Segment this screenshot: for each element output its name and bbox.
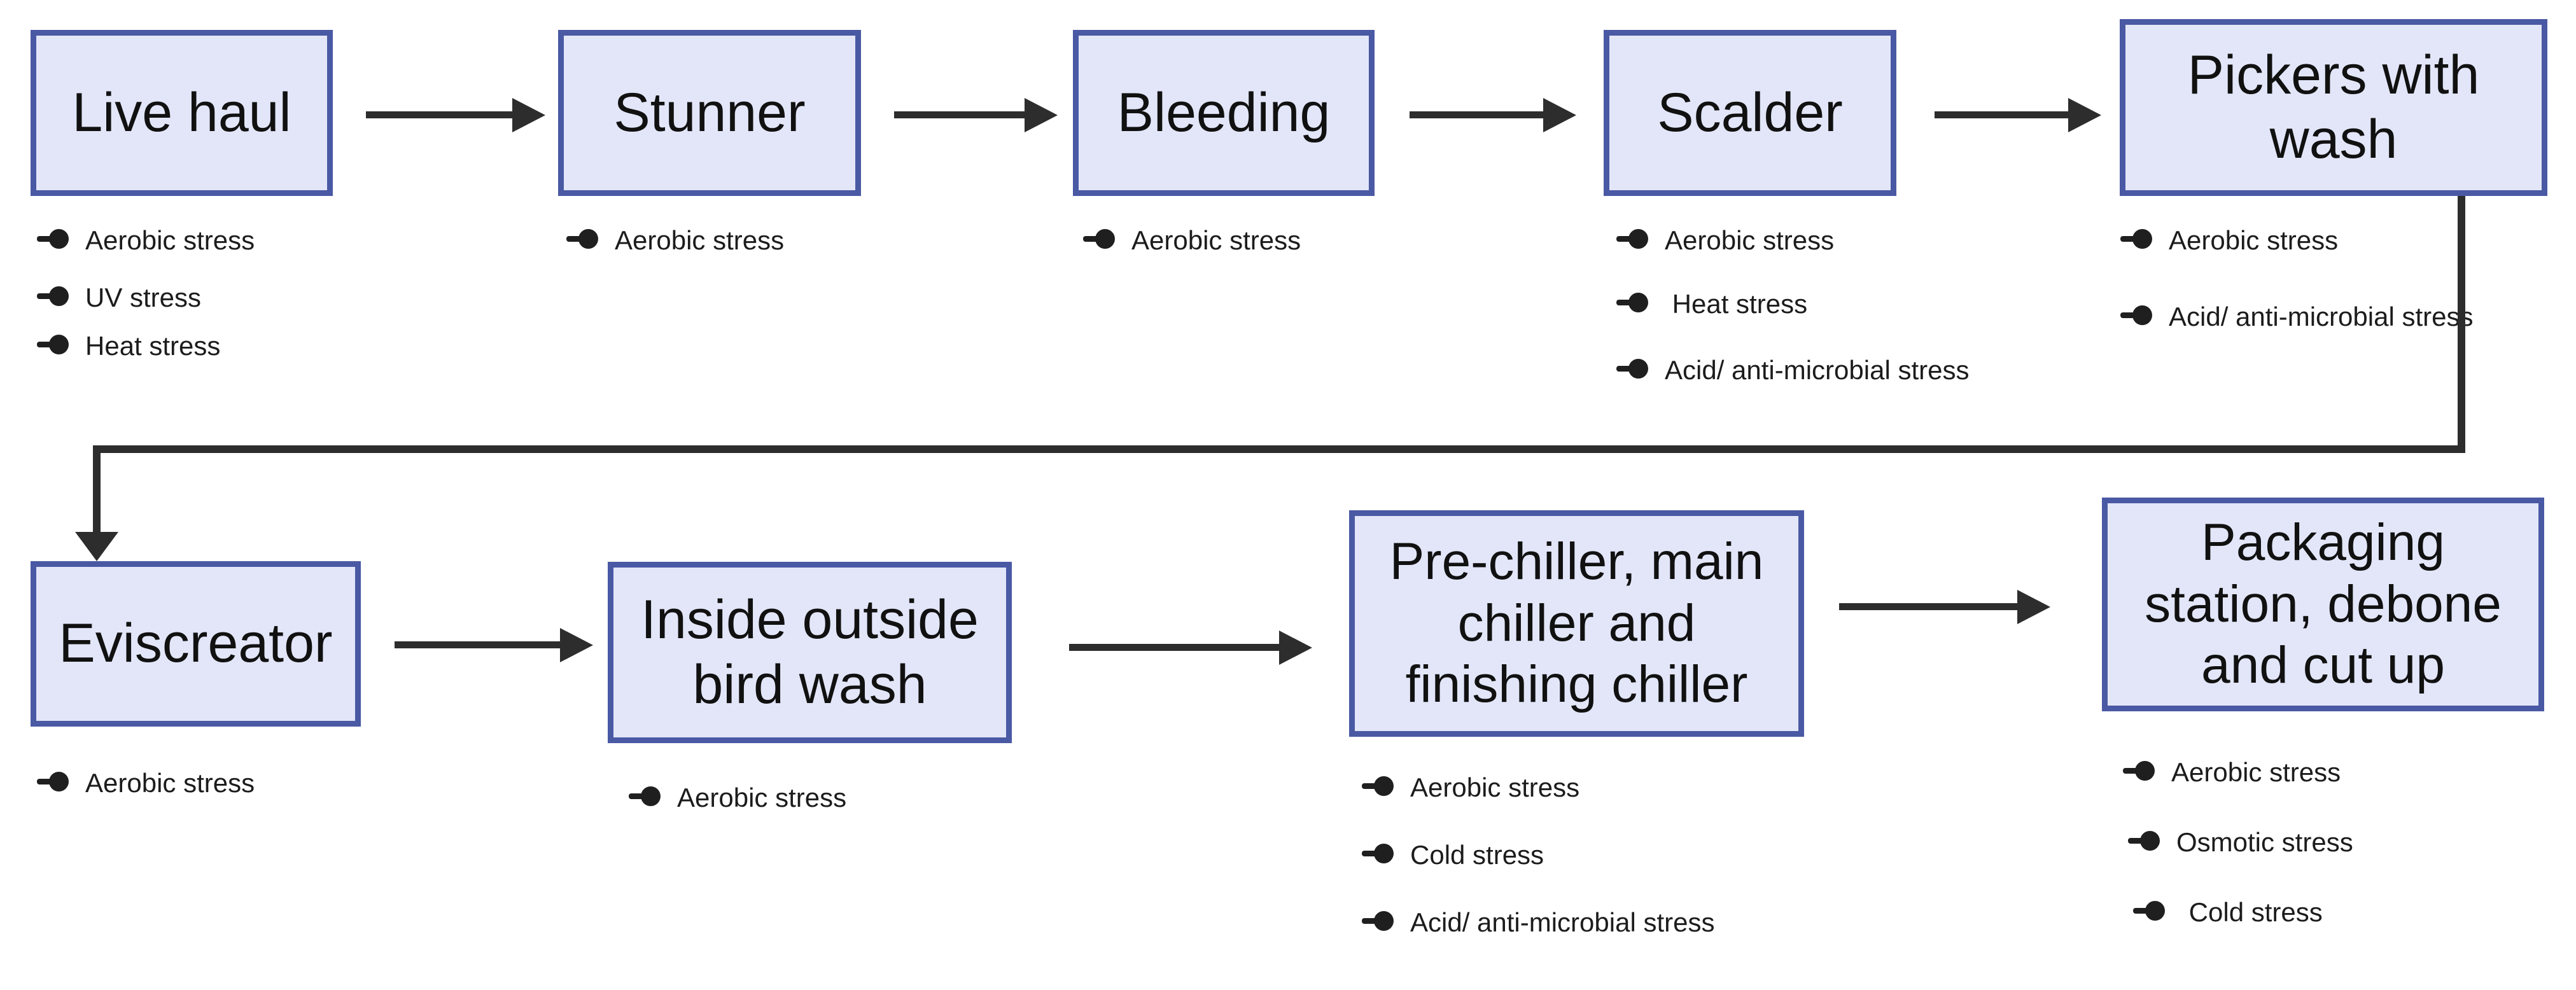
stage-label: Pre-chiller, main chiller and finishing … bbox=[1389, 532, 1764, 714]
stress-pin-icon bbox=[37, 334, 69, 356]
stress-pin-icon bbox=[37, 771, 69, 793]
stage-box-bleeding: Bleeding bbox=[1073, 30, 1375, 196]
stage-box-eviscreator: Eviscreator bbox=[31, 561, 361, 727]
stress-pin-icon bbox=[2123, 760, 2155, 782]
stress-item: Acid/ anti-microbial stress bbox=[1616, 354, 1969, 387]
stress-pin-icon bbox=[37, 228, 69, 250]
stage-label: Packaging station, debone and cut up bbox=[2145, 513, 2502, 695]
stress-pin-icon bbox=[1616, 292, 1648, 314]
stress-item: Aerobic stress bbox=[37, 767, 255, 800]
stress-pin-icon bbox=[1616, 358, 1648, 380]
stress-pin-icon bbox=[1083, 228, 1115, 250]
stage-box-scalder: Scalder bbox=[1604, 30, 1896, 196]
stress-pin-icon bbox=[1616, 228, 1648, 250]
stress-pin-icon bbox=[1362, 910, 1394, 932]
stage-label: Bleeding bbox=[1117, 81, 1331, 143]
flow-arrow-right-icon bbox=[894, 111, 1025, 118]
stage-label: Inside outside bird wash bbox=[641, 589, 979, 715]
stage-label: Pickers with wash bbox=[2187, 44, 2480, 170]
stress-item: Aerobic stress bbox=[2120, 224, 2338, 258]
stress-item: Acid/ anti-microbial stress bbox=[1362, 906, 1714, 940]
stress-item: Aerobic stress bbox=[1083, 224, 1301, 258]
connector-line-vertical bbox=[2458, 196, 2465, 453]
stress-item: Cold stress bbox=[1362, 839, 1544, 872]
stress-pin-icon bbox=[37, 286, 69, 307]
stress-item: Acid/ anti-microbial stress bbox=[2120, 300, 2473, 334]
stage-box-pickers-with-wash: Pickers with wash bbox=[2120, 19, 2547, 196]
stress-pin-icon bbox=[1362, 776, 1394, 797]
flow-arrow-right-icon bbox=[1839, 603, 2017, 610]
flow-arrow-right-icon bbox=[1410, 111, 1543, 118]
stress-item: Heat stress bbox=[1616, 288, 1807, 321]
stress-item: Aerobic stress bbox=[1362, 771, 1579, 805]
stress-item: Osmotic stress bbox=[2128, 826, 2353, 860]
stage-label: Stunner bbox=[613, 81, 806, 143]
stage-label: Eviscreator bbox=[59, 613, 333, 674]
stress-item: Aerobic stress bbox=[1616, 224, 1834, 258]
flow-arrow-down-icon bbox=[75, 532, 118, 561]
stage-box-live-haul: Live haul bbox=[31, 30, 333, 196]
stress-pin-icon bbox=[566, 228, 598, 250]
connector-line-horizontal bbox=[93, 445, 2465, 453]
stress-item: UV stress bbox=[37, 281, 201, 315]
stress-pin-icon bbox=[2128, 830, 2160, 852]
stress-item: Cold stress bbox=[2133, 896, 2323, 930]
stress-item: Aerobic stress bbox=[629, 781, 846, 815]
stress-item: Aerobic stress bbox=[2123, 756, 2341, 790]
stress-pin-icon bbox=[1362, 843, 1394, 865]
flow-arrow-right-icon bbox=[1935, 111, 2068, 118]
stage-label: Scalder bbox=[1657, 81, 1843, 143]
stage-box-stunner: Stunner bbox=[558, 30, 861, 196]
stress-pin-icon bbox=[629, 786, 661, 807]
flow-arrow-right-icon bbox=[1069, 644, 1279, 651]
stress-pin-icon bbox=[2120, 228, 2152, 250]
flow-arrow-right-icon bbox=[366, 111, 512, 118]
stage-box-inside-outside-bird-wash: Inside outside bird wash bbox=[608, 562, 1012, 743]
stage-label: Live haul bbox=[72, 81, 291, 143]
stress-item: Aerobic stress bbox=[37, 224, 255, 258]
stress-pin-icon bbox=[2120, 305, 2152, 326]
stress-item: Heat stress bbox=[37, 330, 220, 363]
stress-item: Aerobic stress bbox=[566, 224, 784, 258]
stress-pin-icon bbox=[2133, 900, 2165, 922]
flow-arrow-right-icon bbox=[395, 641, 560, 648]
stage-box-pre-chiller: Pre-chiller, main chiller and finishing … bbox=[1349, 510, 1804, 737]
stage-box-packaging-station: Packaging station, debone and cut up bbox=[2102, 498, 2544, 711]
connector-line-vertical bbox=[93, 445, 101, 533]
